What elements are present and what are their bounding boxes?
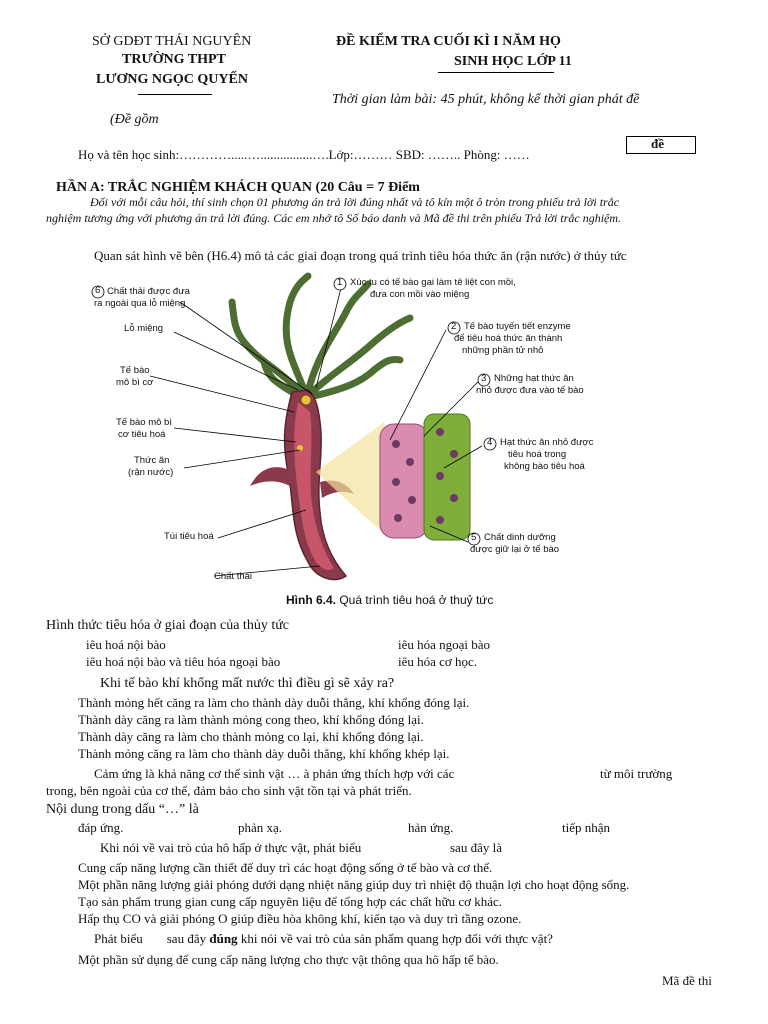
time-note: Thời gian làm bài: 45 phút, không kể thờ…	[332, 92, 640, 107]
q3-option-a: đáp ứng.	[78, 820, 124, 835]
label-step-5a: Chất dinh dưỡng	[484, 532, 556, 543]
q3-option-c: hản ứng.	[408, 820, 454, 835]
q4-option-d: Hấp thụ CO và giải phóng O giúp điều hòa…	[78, 911, 522, 926]
exam-subject: SINH HỌC LỚP 11	[454, 54, 572, 69]
q5-stem-c: khi nói về vai trò của sản phẩm quang hợ…	[240, 931, 553, 946]
food-particle	[300, 394, 312, 406]
label-step-4a: Hạt thức ăn nhỏ được	[500, 437, 594, 448]
q4-option-b: Một phần năng lượng giải phóng dưới dạng…	[78, 877, 630, 892]
label-step-3a: Những hạt thức ăn	[494, 373, 574, 384]
header-underline-left	[138, 94, 212, 95]
q4-option-a: Cung cấp năng lượng cần thiết để duy trì…	[78, 860, 493, 875]
label-step-3b: nhỏ được đưa vào tế bào	[476, 385, 584, 396]
step-5-circle	[467, 532, 481, 546]
label-step-4c: không bào tiêu hoá	[504, 461, 585, 472]
label-step-2b: để tiêu hoá thức ăn thành	[454, 333, 563, 344]
part-a-title: HẦN A: TRẮC NGHIỆM KHÁCH QUAN (20 Câu = …	[56, 180, 420, 195]
q5-stem: Phát biểu sau đây đúng khi nói về vai trò…	[94, 931, 553, 947]
cell-layer	[379, 413, 471, 541]
label-step-2a: Tế bào tuyến tiết enzyme	[464, 321, 571, 332]
school-name-line1: TRƯỜNG THPT	[122, 52, 226, 67]
label-waste-out-2: ra ngoài qua lỗ miệng	[94, 298, 186, 309]
q2-option-a: Thành mỏng hết căng ra làm cho thành dày…	[78, 695, 470, 710]
q2-option-b: Thành dày căng ra làm thành mỏng cong th…	[78, 712, 424, 727]
hydra-digestion-figure: 6 1 2 3 4 5 Chất thải được đưa ra ngoài …	[84, 272, 593, 594]
step-2-number: 2	[451, 321, 457, 332]
label-food-1: Thức ăn	[134, 455, 170, 466]
label-mouth: Lỗ miệng	[124, 323, 164, 334]
step-2-circle	[447, 321, 461, 335]
q4-stem-b: sau đây là	[450, 840, 502, 855]
q3-stem-3: Nội dung trong dấu “…” là	[46, 802, 199, 817]
digestive-sac	[294, 402, 334, 570]
step-4-number: 4	[487, 437, 493, 448]
step-4-circle	[483, 437, 497, 451]
label-epidermis-2: mô bì cơ	[116, 377, 154, 388]
q4-option-c: Tạo sản phẩm trung gian cung cấp nguyên …	[78, 894, 503, 909]
q3-stem-1a: Cảm ứng là khả năng cơ thể sinh vật … à …	[94, 766, 455, 781]
q5-stem-bold: đúng	[209, 931, 238, 946]
q5-stem-b: sau đây	[166, 931, 207, 946]
q1-stem: Hình thức tiêu hóa ở giai đoạn của thủy …	[46, 618, 290, 633]
figure-caption-number: Hình 6.4.	[286, 593, 337, 607]
hydra-bud	[250, 467, 294, 486]
label-food-2: (rận nước)	[128, 467, 174, 478]
step-3-circle	[477, 373, 491, 387]
label-epidermis-1: Tế bào	[120, 365, 150, 376]
school-name-line2: LƯƠNG NGỌC QUYẾN	[96, 72, 248, 87]
label-step-2c: những phần tử nhỏ	[462, 345, 544, 356]
label-waste-out: Chất thải được đưa	[107, 286, 190, 297]
student-info-line: Họ và tên học sinh:………….....…...........…	[78, 147, 530, 162]
step-3-number: 3	[481, 373, 487, 384]
footer-exam-code: Mã đề thi	[662, 973, 712, 988]
header-underline-right	[438, 72, 554, 73]
q2-option-d: Thành mỏng căng ra làm cho thành dày duỗ…	[78, 746, 450, 761]
zoom-cone	[316, 422, 384, 534]
q2-option-c: Thành dày căng ra làm cho thành mỏng co …	[78, 729, 424, 744]
step-1-number: 1	[337, 277, 343, 288]
q1-option-c: iêu hoá nội bào và tiêu hóa ngoại bào	[86, 654, 281, 669]
hydra-diagram	[91, 272, 497, 581]
step-6-circle	[91, 285, 105, 299]
department-name: SỞ GDĐT THÁI NGUYÊN	[92, 34, 252, 49]
exam-code-box: đề	[626, 136, 696, 154]
pages-note: (Đề gồm	[110, 112, 159, 127]
q1-option-a: iêu hoá nội bào	[86, 637, 166, 652]
label-waste: Chất thải	[214, 571, 253, 582]
q1-option-b: iêu hóa ngoại bào	[398, 637, 491, 652]
label-sac: Túi tiêu hoá	[164, 531, 214, 542]
q3-stem-2: trong, bên ngoài của cơ thể, đảm bảo cho…	[46, 783, 412, 798]
q3-stem-1b: từ môi trường	[600, 766, 673, 781]
label-step-1a: Xúc tu có tế bào gai làm tê liệt con mồi…	[350, 277, 516, 288]
q3-option-b: phản xạ.	[238, 820, 283, 835]
q2-stem: Khi tế bào khí khổng mất nước thì điều g…	[100, 676, 395, 691]
q5-option-a: Một phần sử dụng để cung cấp năng lượng …	[78, 952, 499, 967]
figure-caption-text: Quá trình tiêu hoá ở thuỷ tức	[336, 593, 494, 607]
label-step-5b: được giữ lại ở tế bào	[470, 544, 560, 555]
step-6-number: 6	[95, 285, 101, 296]
step-1-circle	[333, 277, 347, 291]
q1-option-d: iêu hóa cơ học.	[398, 654, 478, 669]
label-digestive-cell-2: cơ tiêu hoá	[118, 429, 166, 440]
step-5-number: 5	[471, 532, 477, 543]
exam-code-label: đề	[651, 136, 664, 151]
figure-caption: Hình 6.4. Quá trình tiêu hoá ở thuỷ tức	[286, 593, 494, 608]
label-step-1b: đưa con mồi vào miệng	[370, 289, 470, 300]
figure-intro: Quan sát hình vẽ bên (H6.4) mô tả các gi…	[94, 248, 627, 263]
q4-stem-a: Khi nói về vai trò của hô hấp ở thực vật…	[100, 840, 362, 855]
exam-title: ĐỀ KIỂM TRA CUỐI KÌ I NĂM HỌ	[336, 34, 561, 49]
label-step-4b: tiêu hoá trong	[508, 449, 567, 460]
q5-stem-a: Phát biểu	[94, 931, 143, 946]
part-a-instruction-2: nghiệm tương ứng với phương án trả lời đ…	[46, 211, 622, 225]
part-a-instruction-1: Đối với mỗi câu hỏi, thí sinh chọn 01 ph…	[90, 195, 620, 209]
q3-option-d: tiếp nhận	[562, 820, 611, 835]
food-in-sac	[297, 445, 303, 451]
leader-lines	[149, 283, 483, 577]
label-digestive-cell-1: Tế bào mô bì	[116, 417, 172, 428]
